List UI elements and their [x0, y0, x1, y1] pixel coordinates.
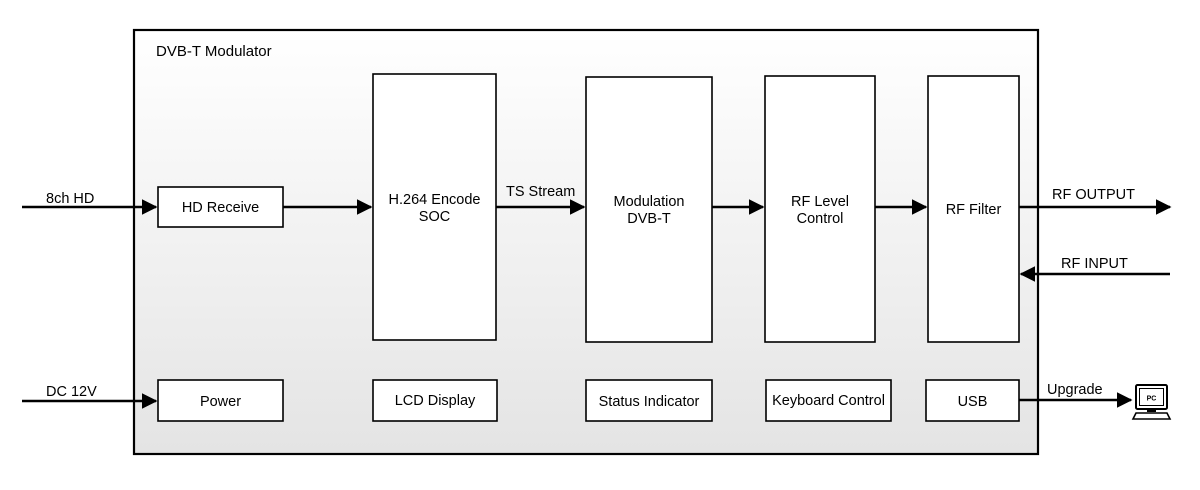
dc-input-label: DC 12V: [46, 384, 97, 400]
upgrade-label: Upgrade: [1047, 382, 1103, 398]
device-title: DVB-T Modulator: [156, 43, 272, 60]
modulation-block: Modulation DVB-T: [585, 76, 713, 343]
rf-level-label-line1: RF Level: [791, 194, 849, 210]
status-indicator-label: Status Indicator: [599, 394, 700, 410]
encode-soc-block: H.264 Encode SOC: [372, 73, 497, 341]
rf-filter-block: RF Filter: [927, 75, 1020, 343]
pc-icon-label: PC: [1147, 396, 1157, 403]
rf-level-label-line2: Control: [797, 211, 844, 227]
modulation-label-line1: Modulation: [614, 194, 685, 210]
pc-icon: PC: [1131, 384, 1172, 420]
lcd-display-block: LCD Display: [372, 379, 498, 422]
ts-stream-label: TS Stream: [506, 184, 575, 200]
status-indicator-block: Status Indicator: [585, 379, 713, 422]
encode-label-line1: H.264 Encode: [389, 192, 481, 208]
hd-receive-label: HD Receive: [182, 200, 259, 216]
modulation-label-line2: DVB-T: [627, 211, 671, 227]
rf-filter-label: RF Filter: [946, 202, 1002, 218]
keyboard-control-label: Keyboard Control: [772, 393, 885, 409]
hd-receive-block: HD Receive: [157, 186, 284, 228]
keyboard-control-block: Keyboard Control: [765, 379, 892, 422]
rf-input-label: RF INPUT: [1061, 256, 1128, 272]
usb-label: USB: [958, 394, 988, 410]
rf-level-control-block: RF Level Control: [764, 75, 876, 343]
rf-output-label: RF OUTPUT: [1052, 187, 1135, 203]
encode-label-line2: SOC: [419, 209, 450, 225]
hd-input-label: 8ch HD: [46, 191, 94, 207]
power-label: Power: [200, 394, 241, 410]
power-block: Power: [157, 379, 284, 422]
lcd-display-label: LCD Display: [395, 393, 476, 409]
usb-block: USB: [925, 379, 1020, 422]
